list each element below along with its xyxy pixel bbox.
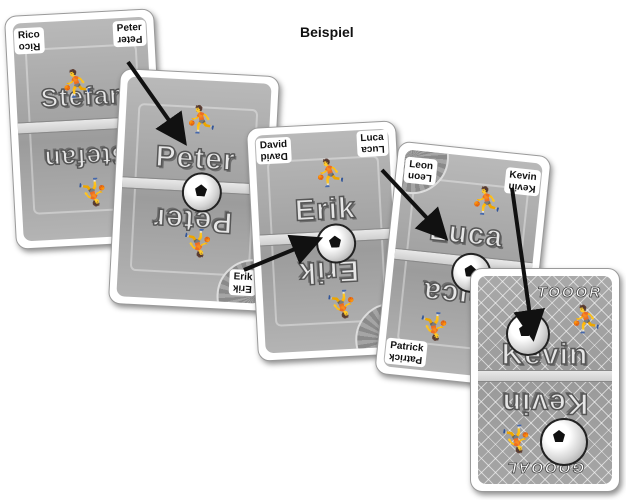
- soccer-ball-icon: [540, 418, 588, 466]
- example-caption: Beispiel: [300, 24, 354, 40]
- soccer-player-icon: ⛹: [570, 304, 603, 334]
- pass-arrow: [243, 234, 324, 272]
- goal-text-top: TOOOR: [537, 284, 602, 302]
- pass-arrow: [510, 187, 546, 342]
- pass-arrow: [126, 60, 187, 146]
- pass-arrow: [380, 168, 449, 241]
